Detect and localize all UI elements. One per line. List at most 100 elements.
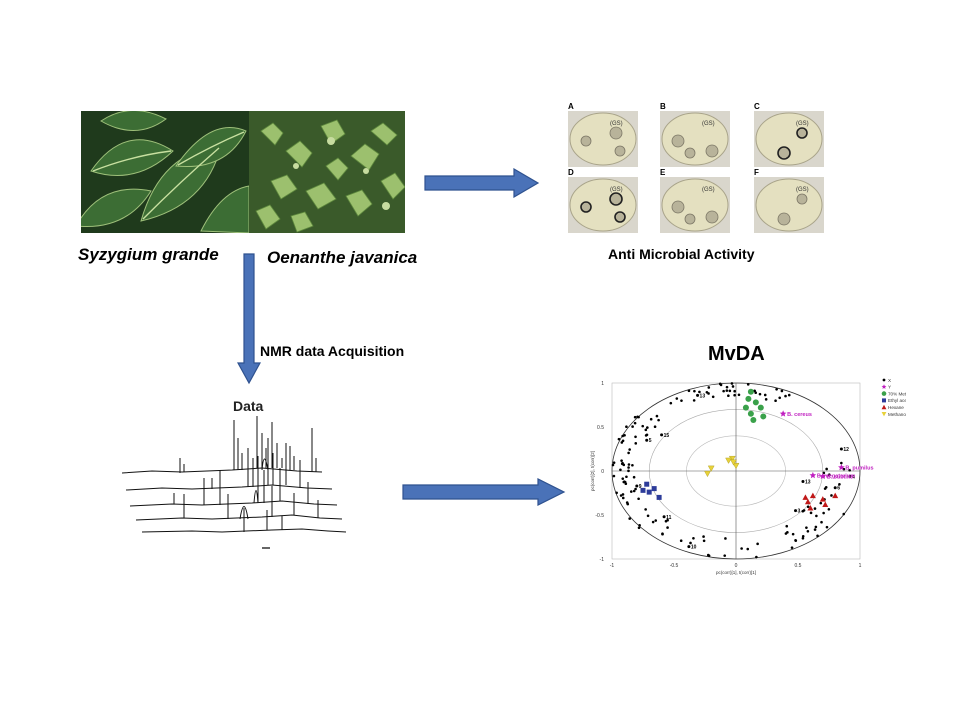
numbered-point-label: 5	[649, 438, 652, 444]
x-tick-label: 0.5	[795, 563, 802, 569]
y-star-point	[809, 471, 817, 479]
x-variable-dot	[638, 523, 641, 527]
x-variable-dot	[774, 399, 777, 403]
x-variable-dot	[787, 393, 791, 397]
numbered-dot	[696, 393, 700, 397]
x-variable-dot	[692, 536, 695, 540]
x-variable-dot	[756, 542, 759, 546]
x-variable-dot	[644, 428, 648, 432]
hexane-point	[809, 492, 816, 499]
numbered-dot	[662, 515, 666, 519]
x-variable-dot	[627, 463, 631, 466]
x-variable-dot	[784, 394, 787, 398]
svg-text:(GS): (GS)	[702, 121, 715, 127]
x-variable-dot	[687, 389, 691, 393]
methanol-point	[704, 470, 711, 478]
x-variable-dot	[669, 401, 673, 405]
petri-plate: (GS)	[568, 111, 638, 167]
x-variable-dot	[680, 399, 683, 402]
x-variable-dot	[802, 509, 806, 512]
petri-plate: (GS)	[660, 111, 730, 167]
x-variable-dot	[801, 534, 805, 538]
y-axis-label: pc(corr)[2], t(corr)[2]	[590, 451, 595, 491]
numbered-dot	[839, 447, 843, 451]
x-variable-dot	[679, 539, 683, 542]
numbered-dot	[645, 438, 649, 442]
x-variable-dot	[622, 480, 626, 484]
x-tick-label: 0	[735, 563, 738, 569]
x-variable-dot	[645, 433, 649, 437]
x-variable-dot	[631, 425, 634, 428]
petri-plate: (GS)	[754, 111, 824, 167]
x-variable-dot	[625, 425, 628, 429]
x-variable-dot	[612, 474, 616, 478]
x-variable-dot	[725, 389, 729, 392]
petri-plate-grid: A(GS)B(GS)C(GS)D(GS)E(GS)F(GS)	[562, 101, 824, 241]
numbered-dot	[833, 486, 837, 490]
x-variable-dot	[755, 555, 758, 559]
x-variable-dot	[654, 519, 658, 522]
numbered-point-label: 3	[798, 509, 801, 515]
numbered-dot	[635, 484, 639, 488]
x-variable-dot	[666, 526, 669, 529]
x-variable-dot	[644, 508, 647, 511]
legend-label: X	[888, 378, 891, 383]
x-variable-dot	[758, 392, 762, 396]
x-variable-dot	[838, 482, 841, 486]
mvda-title: MvDA	[708, 343, 765, 365]
x-variable-dot	[657, 418, 660, 422]
methanol-point	[725, 457, 732, 464]
svg-text:(GS): (GS)	[610, 187, 623, 193]
x-variable-dot	[706, 553, 710, 557]
y-tick-label: 1	[601, 381, 604, 387]
numbered-point-label: 13	[700, 393, 706, 399]
y-tick-label: -0.5	[595, 513, 604, 519]
x-variable-dot	[784, 532, 788, 535]
x-variable-dot	[718, 382, 722, 386]
legend-label: Ethyl acetate	[888, 398, 906, 403]
x-variable-dot	[634, 435, 637, 439]
legend-label: 70% Methanol	[888, 391, 906, 396]
x-variable-dot	[722, 389, 725, 393]
x-variable-dot	[625, 501, 629, 504]
x-variable-dot	[746, 547, 750, 551]
x-variable-dot	[763, 393, 767, 397]
x-variable-dot	[646, 426, 649, 429]
svg-text:(GS): (GS)	[796, 187, 809, 193]
x-variable-dot	[746, 383, 750, 386]
svg-text:(GS): (GS)	[610, 121, 623, 127]
x-variable-dot	[625, 475, 628, 479]
x-variable-dot	[827, 507, 831, 511]
x-variable-dot	[813, 528, 817, 531]
methanol70-point	[750, 416, 757, 423]
x-variable-dot	[692, 399, 696, 402]
x-variable-dot	[764, 398, 768, 401]
x-variable-dot	[661, 532, 664, 536]
petri-plate: (GS)	[568, 177, 638, 233]
legend-marker	[882, 378, 886, 382]
numbered-dot	[660, 433, 664, 437]
x-variable-dot	[790, 546, 794, 549]
microbe-label: B. cereus	[787, 412, 812, 418]
hexane-point	[807, 504, 814, 511]
x-variable-dot	[633, 421, 637, 425]
numbered-dot	[794, 509, 798, 513]
legend-marker	[881, 391, 887, 396]
x-variable-dot	[637, 497, 640, 501]
x-variable-dot	[632, 489, 636, 493]
x-variable-dot	[620, 459, 623, 462]
x-variable-dot	[621, 477, 625, 480]
methanol70-point	[747, 388, 754, 395]
x-variable-dot	[725, 385, 729, 389]
methanol-point	[730, 459, 737, 466]
x-tick-label: -1	[610, 563, 615, 569]
x-variable-dot	[809, 511, 813, 515]
x-variable-dot	[621, 496, 625, 500]
numbered-point-label: 6	[837, 486, 840, 492]
arrow-to-antimicrobial	[424, 168, 540, 198]
species-name-oenanthe: Oenanthe javanica	[267, 248, 418, 267]
methanol-point	[732, 463, 740, 470]
x-variable-dot	[794, 539, 798, 542]
legend-label: Hexane	[888, 405, 904, 410]
